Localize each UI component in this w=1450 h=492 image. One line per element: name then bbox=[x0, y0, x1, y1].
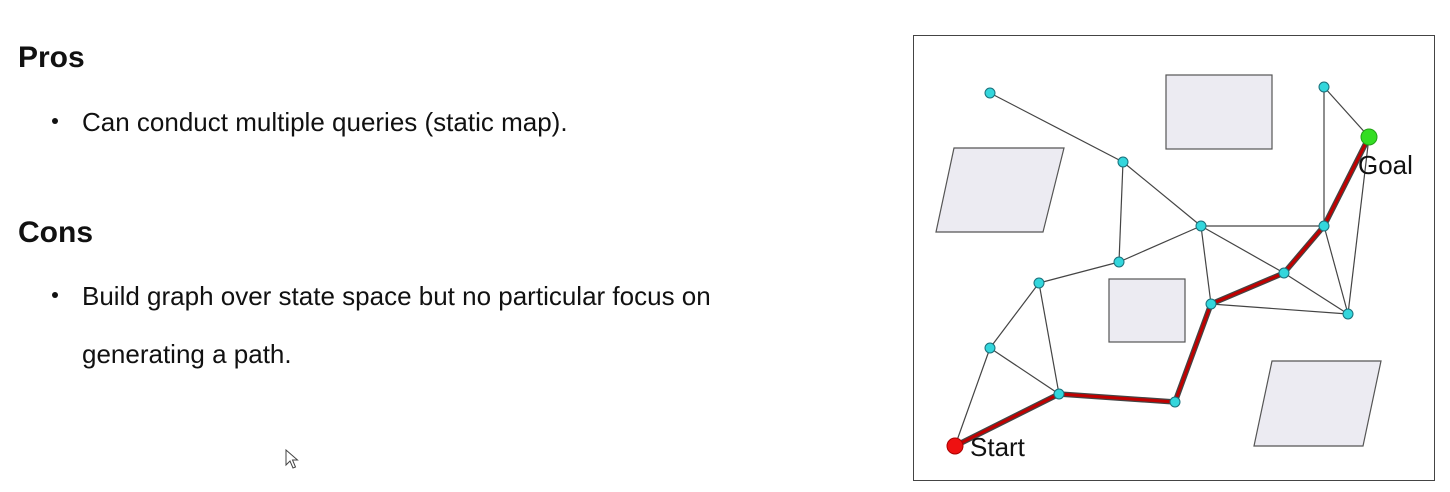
edge bbox=[1323, 86, 1370, 138]
graph-node bbox=[1318, 220, 1330, 232]
graph-node bbox=[1195, 220, 1207, 232]
edge bbox=[1283, 272, 1349, 315]
mouse-cursor-icon bbox=[285, 449, 299, 469]
edge bbox=[989, 92, 1124, 163]
edge bbox=[1118, 225, 1202, 263]
cons-heading: Cons bbox=[18, 216, 93, 249]
cons-bullet: Build graph over state space but no part… bbox=[52, 267, 802, 383]
roadmap-diagram: Start Goal bbox=[913, 35, 1435, 481]
obstacle-parallelogram-left bbox=[935, 147, 1065, 233]
graph-node bbox=[1033, 277, 1045, 289]
pros-bullet: Can conduct multiple queries (static map… bbox=[52, 93, 802, 151]
bullet-dot bbox=[52, 292, 58, 298]
edge bbox=[1200, 225, 1212, 305]
bullet-dot bbox=[52, 118, 58, 124]
graph-node bbox=[1205, 298, 1217, 310]
graph-node bbox=[1318, 81, 1330, 93]
graph-node bbox=[1169, 396, 1181, 408]
edge bbox=[1038, 261, 1120, 284]
obstacles bbox=[935, 74, 1382, 447]
obstacle-parallelogram-bottom bbox=[1253, 360, 1382, 447]
graph-node bbox=[1113, 256, 1125, 268]
edge bbox=[1210, 303, 1349, 315]
edge bbox=[1038, 282, 1060, 395]
obstacle-rect-middle bbox=[1108, 278, 1186, 343]
goal-node bbox=[1360, 128, 1378, 146]
edge bbox=[1122, 161, 1202, 227]
start-node bbox=[946, 437, 964, 455]
graph-node bbox=[984, 342, 996, 354]
pros-heading: Pros bbox=[18, 41, 85, 74]
edge bbox=[1200, 225, 1285, 274]
pros-bullet-text: Can conduct multiple queries (static map… bbox=[82, 107, 568, 137]
graph-node bbox=[1342, 308, 1354, 320]
graph-node bbox=[1117, 156, 1129, 168]
edge bbox=[1323, 225, 1349, 315]
edge bbox=[1347, 136, 1370, 315]
cons-bullet-text: Build graph over state space but no part… bbox=[82, 281, 711, 369]
edge bbox=[1118, 161, 1124, 263]
goal-label: Goal bbox=[1358, 150, 1413, 180]
start-label: Start bbox=[970, 432, 1026, 462]
graph-node bbox=[1053, 388, 1065, 400]
roadmap-svg: Start Goal bbox=[935, 74, 1413, 462]
graph-node bbox=[1278, 267, 1290, 279]
edge bbox=[989, 347, 1060, 395]
edge bbox=[989, 282, 1040, 349]
graph-edges bbox=[954, 86, 1370, 447]
obstacle-rect-top bbox=[1165, 74, 1273, 150]
graph-nodes bbox=[984, 81, 1354, 408]
graph-node bbox=[984, 87, 996, 99]
edge bbox=[954, 347, 991, 447]
